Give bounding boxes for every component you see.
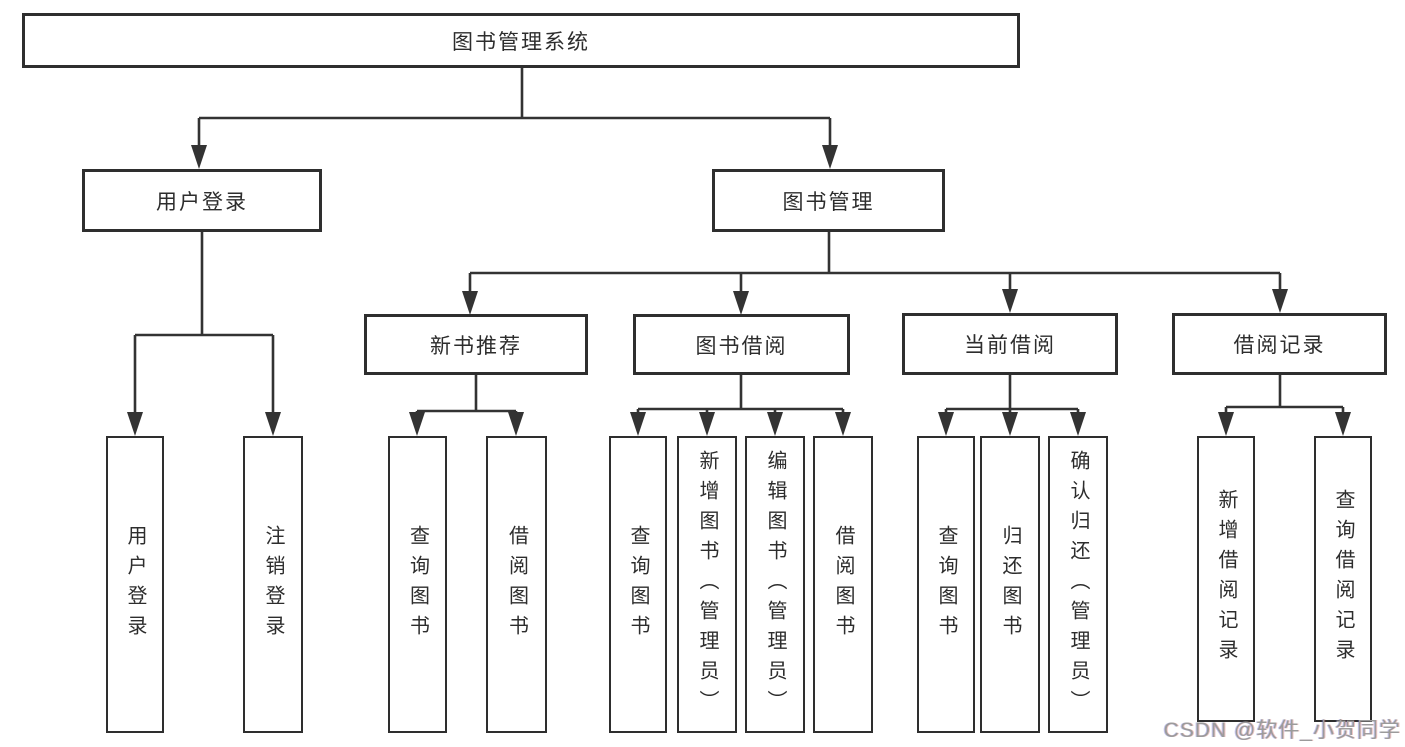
leaf-user-login: 用户登录 (106, 436, 164, 733)
node-book-borrow: 图书借阅 (633, 314, 850, 375)
leaf-query-borrow-record: 查询借阅记录 (1314, 436, 1372, 722)
node-label: 借阅图书 (832, 524, 854, 645)
node-label: 图书管理 (782, 190, 875, 214)
node-book-management: 图书管理 (712, 169, 945, 232)
leaf-confirm-return-admin: 确认归还（管理员） (1048, 436, 1108, 733)
node-label: 归还图书 (999, 524, 1021, 645)
node-label: 新书推荐 (430, 334, 522, 358)
node-label: 新增借阅记录 (1215, 489, 1237, 669)
node-label: 图书借阅 (695, 334, 788, 358)
node-new-book-recommend: 新书推荐 (364, 314, 588, 375)
node-label: 查询图书 (935, 524, 957, 645)
node-label: 查询借阅记录 (1332, 489, 1354, 669)
leaf-add-borrow-record: 新增借阅记录 (1197, 436, 1255, 722)
node-label: 查询图书 (406, 524, 429, 645)
node-label: 图书管理系统 (452, 30, 590, 54)
node-label: 用户登录 (156, 190, 248, 214)
leaf-logout: 注销登录 (243, 436, 303, 733)
leaf-borrow-books: 借阅图书 (813, 436, 873, 733)
leaf-return-books: 归还图书 (980, 436, 1040, 733)
leaf-query-books-recommend: 查询图书 (388, 436, 447, 733)
node-label: 查询图书 (627, 524, 649, 645)
node-root-library-system: 图书管理系统 (22, 13, 1020, 68)
node-label: 用户登录 (124, 524, 146, 645)
node-borrow-records: 借阅记录 (1172, 313, 1387, 375)
leaf-add-books-admin: 新增图书（管理员） (677, 436, 737, 733)
node-label: 借阅记录 (1233, 334, 1326, 357)
node-label: 注销登录 (262, 524, 284, 645)
leaf-query-books-borrow: 查询图书 (609, 436, 667, 733)
node-current-borrow: 当前借阅 (902, 313, 1118, 375)
node-user-login: 用户登录 (82, 169, 322, 232)
node-label: 当前借阅 (964, 334, 1056, 357)
node-label: 编辑图书（管理员） (764, 449, 786, 720)
csdn-watermark: CSDN @软件_小贺同学 (1163, 719, 1401, 742)
node-label: 借阅图书 (505, 524, 528, 645)
leaf-borrow-books-recommend: 借阅图书 (486, 436, 547, 733)
leaf-query-books-current: 查询图书 (917, 436, 975, 733)
node-label: 确认归还（管理员） (1067, 449, 1089, 720)
leaf-edit-books-admin: 编辑图书（管理员） (745, 436, 805, 733)
node-label: 新增图书（管理员） (696, 449, 718, 720)
